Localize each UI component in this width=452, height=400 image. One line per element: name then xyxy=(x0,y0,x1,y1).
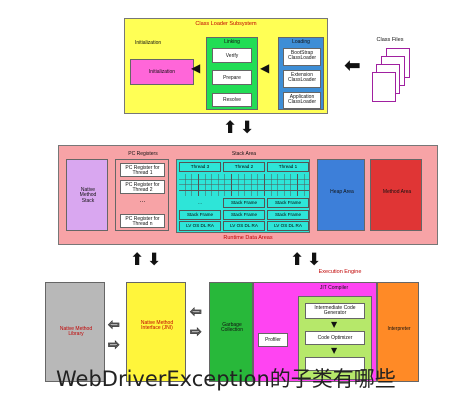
class-files-arrow: ⬅ xyxy=(344,53,361,77)
profiler-box: Profiler xyxy=(258,333,288,347)
optimizer-down-arrow: ▼ xyxy=(331,346,338,355)
linking-title: Linking xyxy=(224,39,240,45)
jni-library-right-arrow: ⇨ xyxy=(108,337,121,353)
linking-box: Linking Verify Prepare Resolve xyxy=(206,37,258,110)
class-loader-subsystem-title: Class Loader Subsystem xyxy=(195,21,257,27)
application-classloader-box: Application ClassLoader xyxy=(283,92,321,109)
execution-engine-title: Execution Engine xyxy=(318,269,362,275)
pc-registers-box: PC Register for Thread 1 PC Register for… xyxy=(115,159,169,231)
garbage-collection-label: Garbage Collection xyxy=(221,322,243,334)
linking-to-initialization-arrow: ◀ xyxy=(191,61,201,75)
native-method-library-label: Native Method Library xyxy=(59,326,93,338)
thread-1-header: Thread 1 xyxy=(267,162,309,172)
stack-grid xyxy=(179,174,309,196)
pc-register-ellipsis: ... xyxy=(139,197,146,204)
jit-compiler-inner: Intermediate Code Generator ▼ Code Optim… xyxy=(298,296,372,380)
runtime-jni-up-arrow: ⬆ xyxy=(130,250,145,270)
loading-box: Loading BootStrap ClassLoader Extension … xyxy=(278,37,324,110)
runtime-data-areas: Runtime Data Areas Native Method Stack P… xyxy=(58,145,438,245)
thread-1-lv: LV OS DL RA xyxy=(267,221,309,231)
thread-3-stack-frame-1: Stack Frame xyxy=(179,210,221,220)
native-method-interface-label: Native Method Interface (JNI) xyxy=(140,320,174,332)
classloader-runtime-down-arrow: ⬇ xyxy=(240,118,255,138)
class-loader-subsystem: Class Loader Subsystem Initialization In… xyxy=(124,18,328,114)
initialization-box: Initialization xyxy=(130,59,194,85)
thread-2-header: Thread 2 xyxy=(223,162,265,172)
pc-register-thread-n: PC Register for Thread n xyxy=(120,214,165,228)
thread-1-stack-frame-2: Stack Frame xyxy=(267,210,309,220)
pc-register-thread-1: PC Register for Thread 1 xyxy=(120,163,165,177)
interpreter-box: Interpreter xyxy=(377,282,419,382)
jni-engine-left-arrow: ⇦ xyxy=(190,304,203,320)
caption-text: WebDriverException的子类有哪些 xyxy=(56,367,396,391)
native-method-stack-box: Native Method Stack xyxy=(66,159,108,231)
class-files-icon xyxy=(372,48,412,108)
loading-title: Loading xyxy=(292,39,310,45)
jit-compiler-title: JIT Compiler xyxy=(319,285,349,291)
thread-2-stack-frame-1: Stack Frame xyxy=(223,198,265,208)
resolve-box: Resolve xyxy=(212,93,252,107)
initialization-label: Initialization xyxy=(148,69,176,75)
intermediate-code-generator-box: Intermediate Code Generator xyxy=(305,303,365,319)
thread-3-lv: LV OS DL RA xyxy=(179,221,221,231)
runtime-data-areas-title: Runtime Data Areas xyxy=(223,235,273,241)
stack-area-title: Stack Area xyxy=(231,151,257,157)
jit-compiler-outer: JIT Compiler Intermediate Code Generator… xyxy=(253,282,377,382)
verify-box: Verify xyxy=(212,48,252,63)
runtime-engine-up-arrow: ⬆ xyxy=(290,250,305,270)
runtime-engine-down-arrow: ⬇ xyxy=(307,250,322,270)
interpreter-label: Interpreter xyxy=(387,326,411,332)
code-optimizer-box: Code Optimizer xyxy=(305,331,365,345)
thread-3-header: Thread 3 xyxy=(179,162,221,172)
classloader-runtime-up-arrow: ⬆ xyxy=(223,118,238,138)
thread-2-stack-frame-2: Stack Frame xyxy=(223,210,265,220)
extension-classloader-box: Extension ClassLoader xyxy=(283,70,321,88)
heap-area-label: Heap Area xyxy=(330,189,354,195)
stack-area-box: Thread 3 Thread 2 Thread 1 ... Stack Fra… xyxy=(176,159,310,233)
native-method-interface-box: Native Method Interface (JNI) xyxy=(126,282,186,382)
heap-area-box: Heap Area xyxy=(317,159,365,231)
thread-3-ellipsis: ... xyxy=(198,199,202,205)
runtime-jni-down-arrow: ⬇ xyxy=(147,250,162,270)
jni-library-left-arrow: ⇦ xyxy=(108,317,121,333)
icg-to-optimizer-arrow: ▼ xyxy=(331,320,338,329)
pc-register-thread-2: PC Register for Thread 2 xyxy=(120,180,165,194)
pc-registers-title: PC Registers xyxy=(128,151,158,157)
thread-1-stack-frame-1: Stack Frame xyxy=(267,198,309,208)
loading-to-linking-arrow: ◀ xyxy=(260,61,270,75)
initialization-title: Initialization xyxy=(135,40,162,46)
native-method-stack-label: Native Method Stack xyxy=(79,187,97,204)
bootstrap-classloader-box: BootStrap ClassLoader xyxy=(283,48,321,66)
garbage-collection-box: Garbage Collection xyxy=(209,282,253,382)
native-method-library-box: Native Method Library xyxy=(45,282,105,382)
jni-engine-right-arrow: ⇨ xyxy=(190,324,203,340)
jit-output-box xyxy=(305,357,365,371)
prepare-box: Prepare xyxy=(212,70,252,85)
method-area-box: Method Area xyxy=(370,159,422,231)
method-area-label: Method Area xyxy=(382,189,412,195)
thread-2-lv: LV OS DL RA xyxy=(223,221,265,231)
class-files-label: Class Files xyxy=(376,37,404,43)
